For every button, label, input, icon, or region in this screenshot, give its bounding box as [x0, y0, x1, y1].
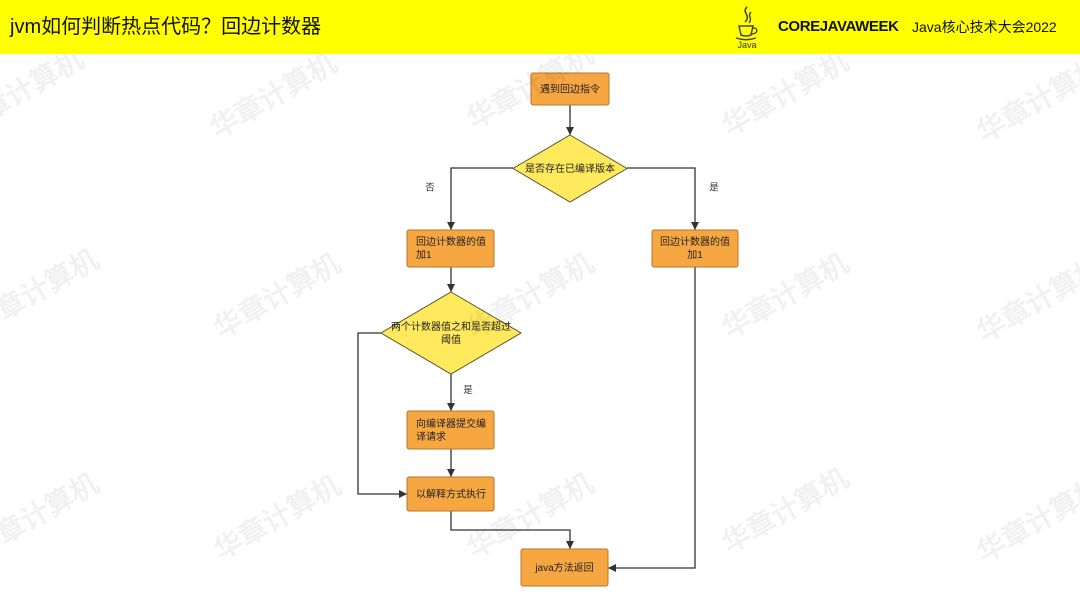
watermark-text: 华章计算机 [971, 54, 1080, 148]
edge-threshold-no [357, 332, 407, 498]
slide-body: 否 是 是 遇到回边指令 是否存在已编译版本 回边计数器的值 加1 回边计数器的… [0, 54, 1080, 608]
node-inc-right-label-line1: 回边计数器的值 [660, 235, 730, 248]
node-inc-left: 回边计数器的值 加1 [406, 229, 495, 268]
watermark-layer: 华章计算机 华章计算机 华章计算机 华章计算机 华章计算机 华章计算机 华章计算… [0, 54, 1080, 568]
edge-interpret-to-return [450, 511, 574, 549]
java-coffee-cup-icon: Java [735, 6, 758, 50]
edge-label-yes: 是 [709, 183, 719, 194]
watermark-text: 华章计算机 [204, 54, 341, 144]
java-logo-text: Java [737, 40, 756, 50]
node-start-label: 遇到回边指令 [540, 83, 600, 96]
edge-inc-right-to-return [608, 267, 696, 572]
node-method-return-shape [520, 548, 609, 587]
node-inc-right-shape [651, 229, 739, 268]
watermark-text: 华章计算机 [716, 461, 853, 559]
watermark-text: 华章计算机 [208, 246, 345, 344]
node-start: 遇到回边指令 [530, 72, 610, 106]
flowchart: 否 是 是 遇到回边指令 是否存在已编译版本 回边计数器的值 加1 回边计数器的… [0, 54, 1080, 587]
node-start-shape [530, 72, 610, 106]
watermark-text: 华章计算机 [716, 54, 853, 142]
edge-compiled-yes [627, 167, 699, 230]
node-method-return: java方法返回 [520, 548, 609, 587]
node-inc-left-shape [406, 229, 495, 268]
node-check-compiled-shape [512, 134, 628, 203]
node-submit-compile-label-line1: 向编译器提交编 [416, 417, 486, 430]
watermark-text: 华章计算机 [971, 250, 1080, 348]
edge-label-no: 否 [425, 183, 435, 194]
node-check-threshold-shape [380, 291, 522, 375]
node-inc-left-label-line1: 回边计数器的值 [416, 235, 486, 248]
node-inc-right-label-line2: 加1 [687, 249, 703, 261]
node-inc-left-label-line2: 加1 [416, 249, 432, 261]
node-submit-compile: 向编译器提交编 译请求 [406, 410, 495, 450]
watermark-text: 华章计算机 [0, 54, 89, 140]
node-check-compiled: 是否存在已编译版本 [512, 134, 628, 203]
node-check-compiled-label: 是否存在已编译版本 [525, 162, 615, 175]
watermark-text: 华章计算机 [208, 468, 345, 566]
node-submit-compile-shape [406, 410, 495, 450]
node-submit-compile-label-line2: 译请求 [416, 430, 446, 443]
node-check-threshold: 两个计数器值之和是否超过 阈值 [380, 291, 522, 375]
brand-name: COREJAVAWEEK [778, 18, 899, 35]
header-bar: jvm如何判断热点代码？回边计数器 Java COREJAVAWEEK Java… [0, 0, 1080, 54]
node-interpret-shape [406, 476, 495, 512]
edge-compiled-no [447, 167, 513, 230]
node-interpret-label: 以解释方式执行 [416, 488, 486, 501]
watermark-text: 华章计算机 [0, 242, 104, 340]
node-check-threshold-label-line1: 两个计数器值之和是否超过 [391, 320, 511, 333]
node-check-threshold-label-line2: 阈值 [441, 333, 461, 346]
watermark-text: 华章计算机 [0, 466, 104, 564]
node-method-return-label: java方法返回 [534, 561, 593, 574]
node-inc-right: 回边计数器的值 加1 [651, 229, 739, 268]
node-interpret: 以解释方式执行 [406, 476, 495, 512]
edge-label-threshold-yes: 是 [463, 385, 473, 396]
conference-name: Java核心技术大会2022 [912, 19, 1057, 35]
watermark-text: 华章计算机 [971, 470, 1080, 568]
slide-title: jvm如何判断热点代码？回边计数器 [10, 16, 322, 38]
